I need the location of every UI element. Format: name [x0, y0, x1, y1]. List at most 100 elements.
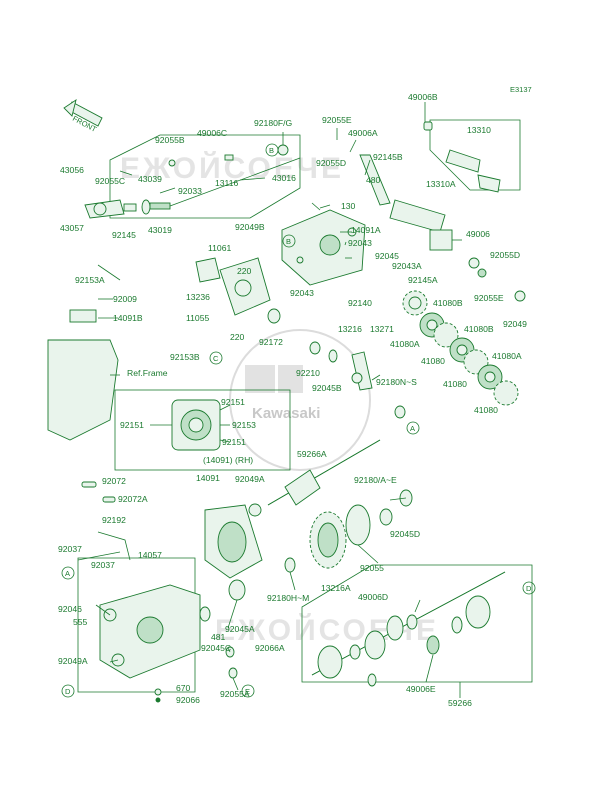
label-92009: 92009	[113, 294, 137, 304]
label-92045a: 92045A	[225, 624, 255, 634]
rear-housing-cover	[204, 504, 263, 579]
label-92049-r: 92049	[503, 319, 527, 329]
label-92153: 92153	[232, 420, 256, 430]
label-41080-3: 41080	[474, 405, 498, 415]
label-92045b: 92045B	[312, 383, 342, 393]
label-92210: 92210	[296, 368, 320, 378]
label-92066a: 92066A	[255, 643, 285, 653]
label-13310: 13310	[467, 125, 491, 135]
label-92055e-top: 92055E	[322, 115, 352, 125]
label-13216: 13216	[338, 324, 362, 334]
label-220-bot: 220	[230, 332, 245, 342]
pinion-shaft-assembly	[84, 144, 301, 219]
label-14091b: 14091B	[113, 313, 143, 323]
callout-d-2: D	[526, 584, 532, 593]
part-labels: 49006B 13310 92180F/G 92055E 49006A 9205…	[58, 92, 527, 708]
label-220-top: 220	[237, 266, 252, 276]
label-92043-l: 92043	[290, 288, 314, 298]
label-92151-1: 92151	[221, 397, 245, 407]
label-92055a: 92055A	[220, 689, 250, 699]
drive-shaft-59266a	[248, 439, 381, 517]
drive-shaft-59266	[311, 571, 506, 687]
label-43057: 43057	[60, 223, 84, 233]
bracket-box-lower-left	[77, 557, 196, 693]
frame-reference	[47, 309, 119, 441]
label-92055e-r: 92055E	[474, 293, 504, 303]
callout-e: E	[245, 687, 250, 696]
label-59266a: 59266A	[297, 449, 327, 459]
bracket-box-lower-right	[301, 564, 533, 683]
label-92153b: 92153B	[170, 352, 200, 362]
label-41080a-2: 41080A	[492, 351, 522, 361]
label-555: 555	[73, 617, 88, 627]
callout-a-2: A	[65, 569, 70, 578]
label-43016: 43016	[272, 173, 296, 183]
label-92055: 92055	[360, 563, 384, 573]
label-92055d-r: 92055D	[490, 250, 520, 260]
label-13310a: 13310A	[426, 179, 456, 189]
label-92072a: 92072A	[118, 494, 148, 504]
label-92180fg: 92180F/G	[254, 118, 293, 128]
callout-a-1: A	[410, 424, 415, 433]
label-92043a: 92043A	[392, 261, 422, 271]
rear-gear-case	[99, 579, 246, 703]
label-92055b: 92055B	[155, 135, 185, 145]
callout-d-1: D	[65, 687, 71, 696]
label-41080-1: 41080	[421, 356, 445, 366]
cv-joint-upper-right	[359, 121, 526, 302]
label-92192: 92192	[102, 515, 126, 525]
label-92045-r: 92045	[375, 251, 399, 261]
label-92151-3: 92151	[222, 437, 246, 447]
label-92145a: 92145A	[408, 275, 438, 285]
label-43019: 43019	[148, 225, 172, 235]
label-49006c: 49006C	[197, 128, 227, 138]
label-92049b: 92049B	[235, 222, 265, 232]
front-gear-case	[281, 202, 366, 286]
label-92172: 92172	[259, 337, 283, 347]
front-arrow-icon: FRONT	[63, 98, 103, 134]
label-92045c: 92045C	[201, 643, 231, 653]
label-rh-group: (14091) (RH)	[203, 455, 253, 465]
brand-text: Kawasaki	[252, 405, 320, 422]
label-49006e: 49006E	[406, 684, 436, 694]
callout-b-2: B	[286, 237, 291, 246]
rh-group-box	[114, 389, 291, 471]
label-43056: 43056	[60, 165, 84, 175]
label-49006a: 49006A	[348, 128, 378, 138]
breather-hose	[81, 481, 131, 561]
label-13236: 13236	[186, 292, 210, 302]
label-92049a: 92049A	[235, 474, 265, 484]
label-92037-2: 92037	[91, 560, 115, 570]
rh-flange	[171, 399, 221, 451]
label-481: 481	[211, 632, 226, 642]
label-ref-frame: Ref.Frame	[127, 368, 168, 378]
label-92145b: 92145B	[373, 152, 403, 162]
label-41080a-1: 41080A	[390, 339, 420, 349]
leader-lines	[77, 102, 462, 698]
label-14091: 14091	[196, 473, 220, 483]
label-480: 480	[366, 175, 381, 185]
kawasaki-logo: Kawasaki	[229, 329, 371, 471]
label-92033: 92033	[178, 186, 202, 196]
bracket-box-upper-right	[429, 119, 521, 191]
label-92072: 92072	[102, 476, 126, 486]
label-14057: 14057	[138, 550, 162, 560]
label-92180hm: 92180H~M	[267, 593, 309, 603]
label-92055c: 92055C	[95, 176, 125, 186]
label-13216a: 13216A	[321, 583, 351, 593]
label-14091a: 14091A	[351, 225, 381, 235]
label-92180ae: 92180/A~E	[354, 475, 397, 485]
label-92045d: 92045D	[390, 529, 420, 539]
label-92140: 92140	[348, 298, 372, 308]
label-41080b-2: 41080B	[464, 324, 494, 334]
label-11055: 11055	[186, 313, 209, 323]
gear-stack	[402, 290, 519, 406]
label-49006d: 49006D	[358, 592, 388, 602]
callouts: B B C A A D D E	[61, 143, 536, 698]
label-41080-2: 41080	[443, 379, 467, 389]
bracket-box-upper-left	[109, 134, 301, 219]
label-11061: 11061	[208, 243, 231, 253]
label-92151-2: 92151	[120, 420, 144, 430]
label-49006: 49006	[466, 229, 490, 239]
